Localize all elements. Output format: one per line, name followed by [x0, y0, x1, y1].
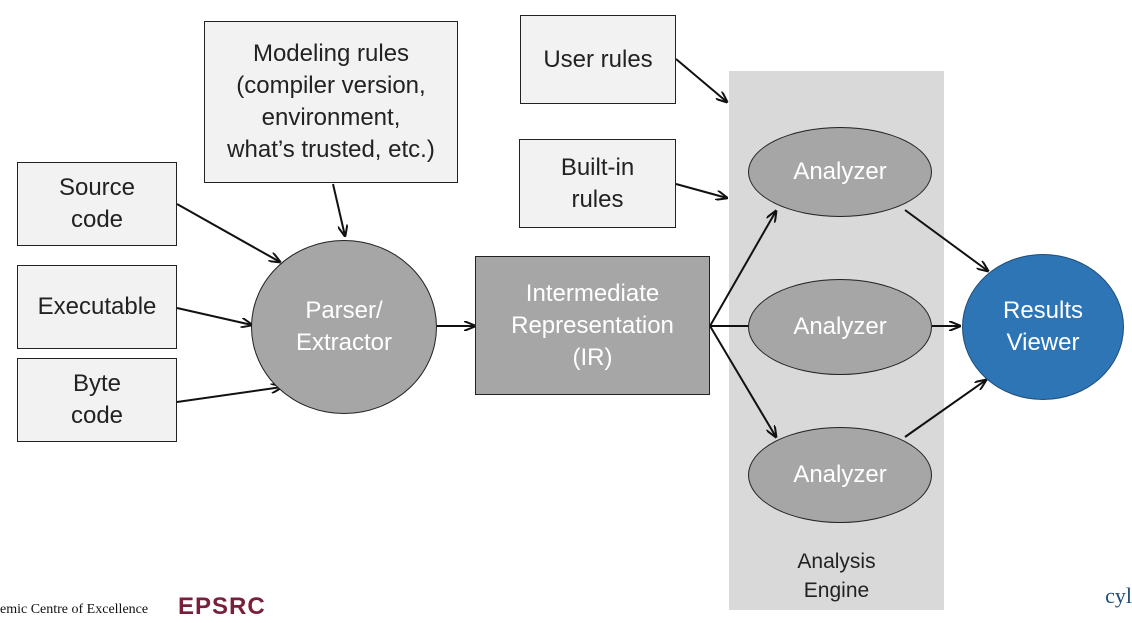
builtin-rules-box: Built-in rules — [519, 139, 676, 228]
analyzer-node-2: Analyzer — [748, 279, 932, 375]
analysis-engine-label: Analysis Engine — [797, 550, 876, 602]
footer-right-text: cyl — [1105, 583, 1132, 608]
analyzer-node-1: Analyzer — [748, 127, 932, 217]
parser-extractor-node: Parser/ Extractor — [251, 240, 437, 414]
arrow-ir-to-analyzer-3 — [709, 325, 776, 437]
arrow-analyzer-1-to-results — [904, 209, 988, 271]
intermediate-representation-box: Intermediate Representation (IR) — [475, 256, 710, 395]
analyzer-node-3: Analyzer — [748, 427, 932, 523]
arrow-bytecode-to-parser — [176, 387, 282, 403]
modeling-rules-box: Modeling rules (compiler version, enviro… — [204, 21, 458, 183]
epsrc-logo: EPSRC — [178, 593, 266, 620]
source-code-box: Source code — [17, 162, 177, 246]
executable-box: Executable — [17, 265, 177, 349]
arrow-userrules-to-engine — [675, 58, 727, 102]
arrow-builtin-to-engine — [675, 183, 727, 198]
user-rules-box: User rules — [520, 15, 676, 104]
arrow-modeling-to-parser — [332, 183, 345, 236]
results-viewer-node: Results Viewer — [962, 254, 1124, 400]
footer-centre-text: emic Centre of Excellence — [0, 602, 149, 617]
byte-code-box: Byte code — [17, 358, 177, 442]
arrow-ir-to-analyzer-1 — [709, 211, 776, 327]
arrow-executable-to-parser — [176, 307, 252, 325]
arrow-analyzer-3-to-results — [904, 380, 986, 438]
arrow-source-to-parser — [176, 203, 280, 262]
